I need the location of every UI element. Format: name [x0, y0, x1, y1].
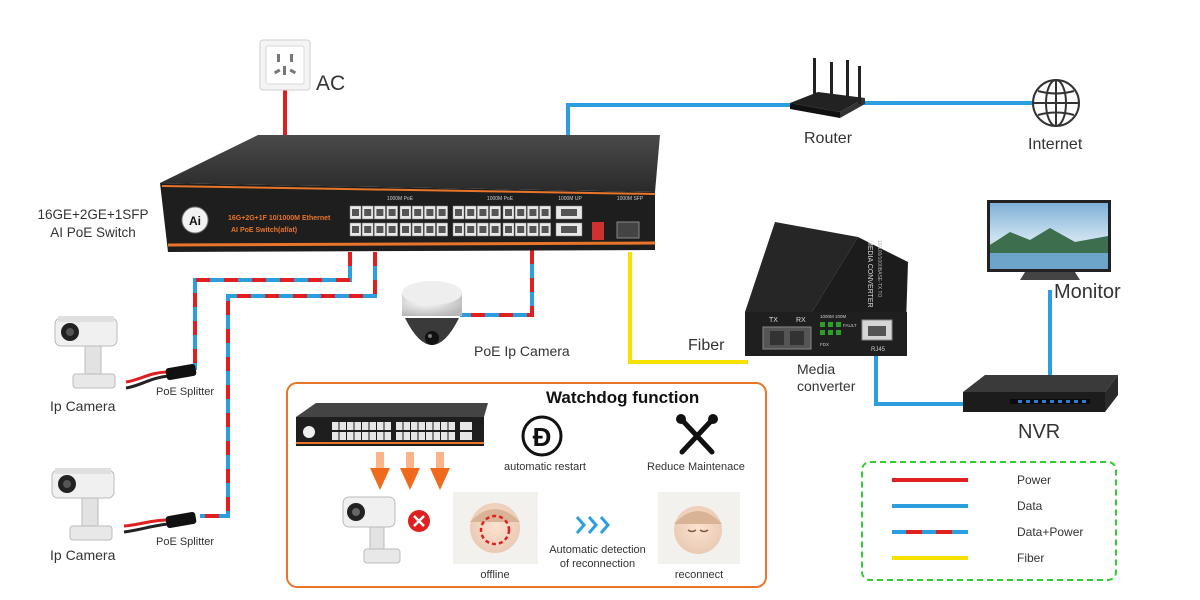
poe-dome-camera-icon	[402, 281, 462, 345]
router-icon	[790, 58, 865, 118]
poe-splitter-top-label: PoE Splitter	[156, 386, 215, 398]
converter-rx-label: RX	[796, 317, 806, 324]
converter-rj45-label: RJ45	[871, 347, 886, 353]
top-camera-cable	[193, 252, 352, 370]
watchdog-reconnect-label: reconnect	[674, 569, 724, 581]
nvr-label: NVR	[1018, 421, 1061, 443]
fiber-label: Fiber	[688, 337, 725, 354]
switch-ports	[349, 205, 583, 237]
svg-text:Đ: Đ	[533, 422, 552, 452]
poe-ip-camera-label: PoE Ip Camera	[474, 343, 570, 359]
watchdog-detection-line2: of reconnection	[559, 558, 636, 570]
switch-model-line2: AI PoE Switch(af/at)	[231, 227, 297, 234]
watchdog-switch-icon	[296, 403, 488, 446]
port-group-label-3: 1000M UP	[558, 196, 582, 202]
detection-chevrons-icon	[575, 516, 610, 534]
media-converter-line1: Media	[797, 361, 836, 377]
watchdog-offline-label: offline	[480, 569, 510, 581]
switch-name-label: 16GE+2GE+1SFP AI PoE Switch	[30, 206, 156, 242]
ip-camera-bottom-icon	[51, 468, 115, 541]
restart-icon: Đ	[521, 415, 563, 457]
restart-arrows-icon	[370, 452, 450, 490]
router-label: Router	[804, 130, 853, 147]
tools-icon	[676, 414, 718, 455]
switch-model-line1: 16G+2G+1F 10/1000M Ethernet	[228, 215, 331, 222]
legend-box	[861, 461, 1117, 581]
poe-camera-cable	[460, 250, 534, 317]
port-group-label-4: 1000M SFP	[617, 196, 644, 202]
watchdog-detection-label: Automatic detection of reconnection	[540, 543, 655, 571]
converter-tx-label: TX	[769, 317, 778, 324]
watchdog-detection-line1: Automatic detection	[549, 544, 646, 556]
legend-power-label: Power	[1017, 473, 1052, 487]
poe-splitter-top-icon	[165, 363, 197, 381]
switch-brand-logo: Ai	[189, 214, 201, 228]
watchdog-title: Watchdog function	[546, 388, 700, 407]
converter-subtitle: 10/100/1000BASE-TX TO	[876, 240, 882, 297]
converter-speed-label: 1000M 100M	[820, 314, 847, 319]
globe-icon	[1032, 79, 1080, 127]
monitor-label: Monitor	[1054, 281, 1121, 303]
legend-data-label: Data	[1017, 499, 1043, 513]
switch-device: Ai 16G+2G+1F 10/1000M Ethernet AI PoE Sw…	[160, 135, 660, 252]
ip-camera-top-label: Ip Camera	[50, 398, 116, 414]
error-icon	[408, 510, 430, 532]
legend-data-power-label: Data+Power	[1017, 525, 1084, 539]
port-group-label-1: 1000M PoE	[387, 196, 414, 202]
converter-fault-label: FAULT	[843, 323, 857, 328]
nvr-device	[963, 375, 1118, 412]
ip-camera-bottom-label: Ip Camera	[50, 547, 116, 563]
watchdog-feature-maintenance: Reduce Maintenace	[647, 461, 745, 473]
poe-splitter-bottom-label: PoE Splitter	[156, 536, 215, 548]
baby-reconnect-image	[658, 492, 740, 564]
converter-fdx-label: FDX	[820, 342, 829, 347]
baby-offline-image	[453, 492, 538, 564]
monitor-icon	[987, 200, 1111, 280]
port-group-label-2: 1000M PoE	[487, 196, 514, 202]
converter-nvr-cable	[874, 355, 965, 406]
poe-splitter-bottom-icon	[165, 511, 197, 529]
ac-label: AC	[316, 72, 346, 95]
ac-outlet-icon	[259, 39, 311, 91]
switch-name-line2: AI PoE Switch	[50, 225, 136, 240]
media-converter-device: MEDIA CONVERTER 10/100/1000BASE-TX TO TX…	[745, 222, 908, 356]
ip-camera-top-icon	[54, 316, 118, 389]
switch-dip-switch	[592, 222, 604, 240]
switch-name-line1: 16GE+2GE+1SFP	[37, 207, 149, 222]
switch-sfp-port	[616, 221, 640, 239]
internet-label: Internet	[1028, 136, 1083, 153]
watchdog-feature-restart: automatic restart	[504, 461, 586, 473]
watchdog-camera-icon	[342, 496, 401, 564]
fiber-cable	[628, 252, 748, 364]
converter-title: MEDIA CONVERTER	[866, 240, 873, 308]
media-converter-label: Media converter	[797, 361, 855, 395]
media-converter-line2: converter	[797, 378, 856, 394]
legend-fiber-label: Fiber	[1017, 551, 1045, 565]
